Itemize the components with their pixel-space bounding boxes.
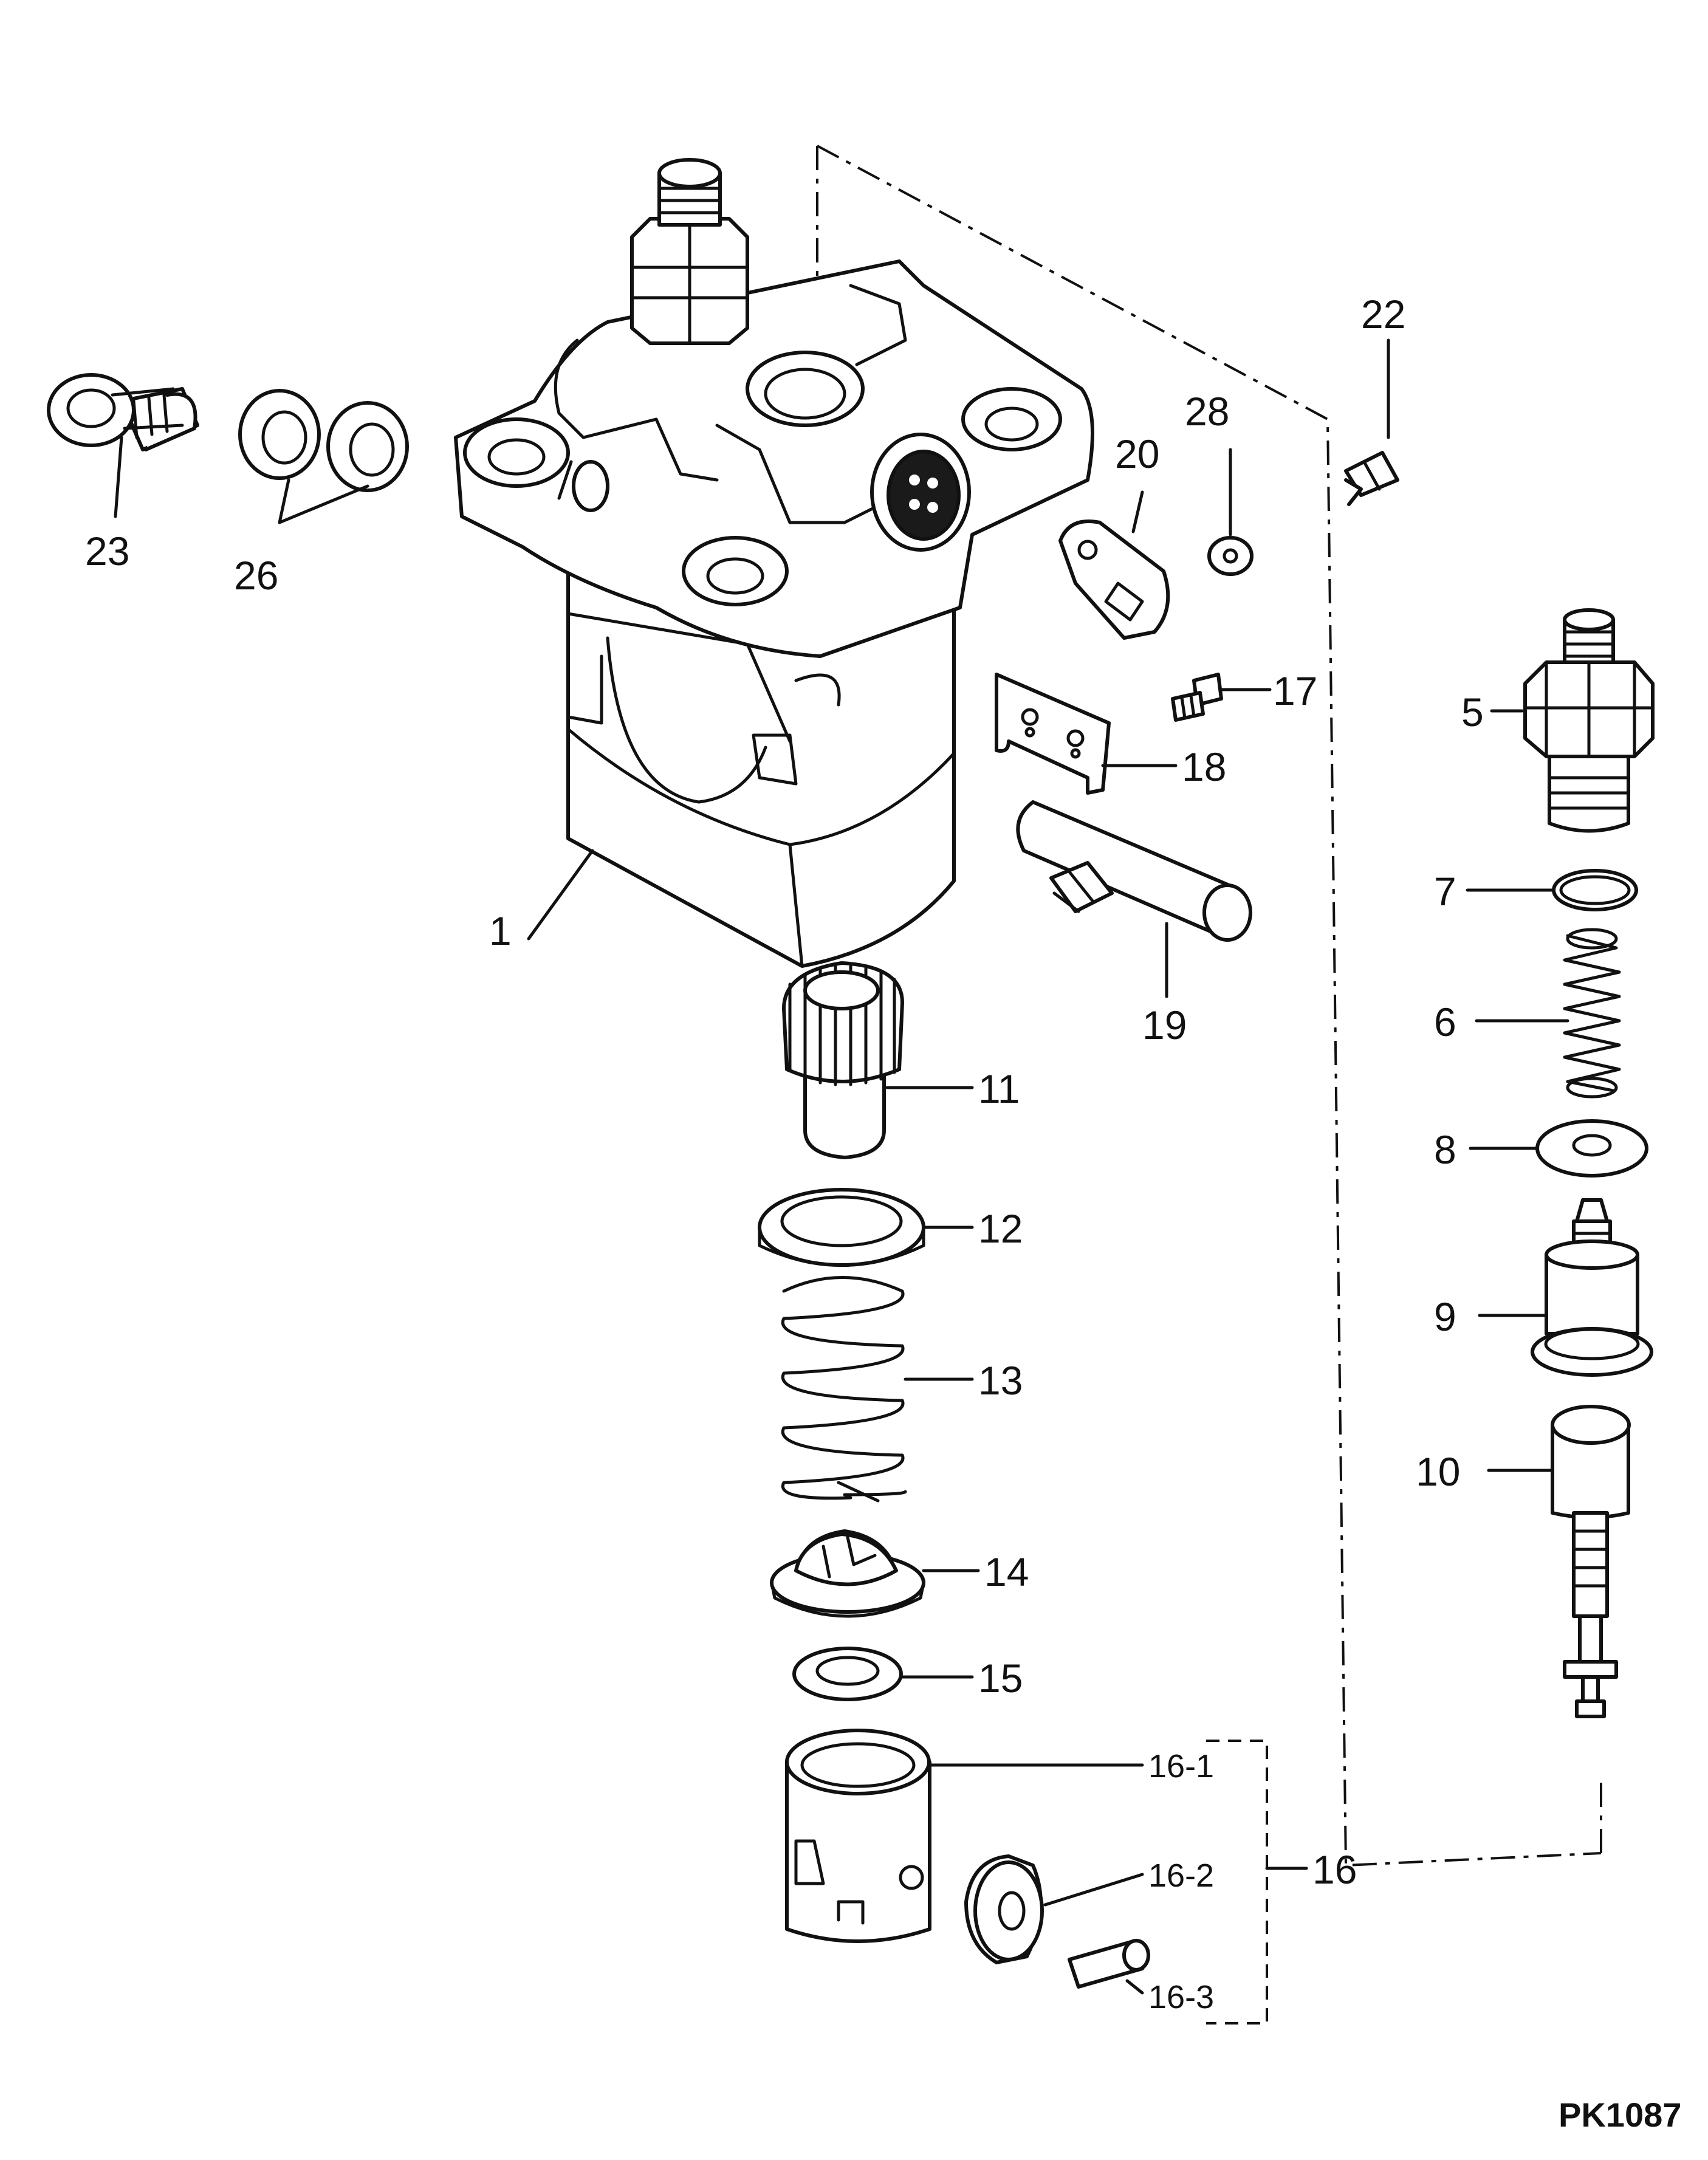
shim-part (792, 1647, 903, 1701)
o-ring-part (1552, 869, 1638, 911)
plunger-spring-part (781, 1276, 907, 1503)
callout-11: 11 (978, 1066, 1020, 1111)
callout-labels: 1 23 26 20 28 22 17 18 19 5 7 6 8 9 10 1… (85, 292, 1484, 2015)
callout-14: 14 (984, 1549, 1029, 1594)
callout-16-1: 16-1 (1148, 1748, 1214, 1785)
stopper-plate-part (1058, 519, 1170, 640)
small-screw-part (1171, 673, 1223, 722)
roller-part (964, 1854, 1044, 1964)
control-sleeve-pinion-part (782, 961, 904, 1159)
upper-spring-seat-part (758, 1188, 925, 1267)
leader-lines (114, 338, 1569, 1995)
callout-19: 19 (1142, 1003, 1187, 1047)
group-16-bracket (1206, 1740, 1268, 2025)
roller-pin-part (1068, 1939, 1150, 1989)
callout-10: 10 (1416, 1449, 1460, 1494)
callout-5: 5 (1461, 690, 1484, 735)
callout-28: 28 (1185, 389, 1229, 434)
banjo-bolt-part (47, 373, 199, 451)
callout-13: 13 (978, 1358, 1023, 1403)
callout-22: 22 (1361, 292, 1405, 337)
valve-spring-part (1563, 928, 1621, 1099)
pump-housing (454, 158, 1094, 968)
callout-7: 7 (1434, 869, 1456, 914)
callout-15: 15 (978, 1656, 1023, 1701)
small-washer-part (1207, 536, 1254, 576)
callout-16-3: 16-3 (1148, 1979, 1214, 2015)
pump-element-part (1551, 1405, 1631, 1718)
screw-part (1344, 451, 1399, 506)
callout-8: 8 (1434, 1127, 1456, 1172)
callout-20: 20 (1115, 431, 1159, 476)
delivery-valve-part (1531, 1198, 1653, 1377)
callout-26: 26 (234, 553, 278, 598)
tappet-part (785, 1729, 931, 1943)
callout-9: 9 (1434, 1294, 1456, 1339)
lower-spring-seat-part (770, 1529, 925, 1618)
control-rack-part (1016, 800, 1252, 942)
figure-reference-code: PK1087 (1559, 2096, 1681, 2134)
callout-17: 17 (1273, 668, 1317, 713)
callout-23: 23 (85, 529, 129, 574)
sealing-washers-part (238, 389, 409, 492)
callout-6: 6 (1434, 999, 1456, 1044)
delivery-valve-holder-part (1523, 608, 1655, 833)
callout-18: 18 (1182, 744, 1226, 789)
plate-part (995, 673, 1111, 795)
gasket-washer-part (1535, 1119, 1648, 1178)
callout-12: 12 (978, 1206, 1023, 1251)
callout-16: 16 (1312, 1847, 1357, 1892)
callout-1: 1 (489, 908, 512, 953)
callout-16-2: 16-2 (1148, 1857, 1214, 1894)
